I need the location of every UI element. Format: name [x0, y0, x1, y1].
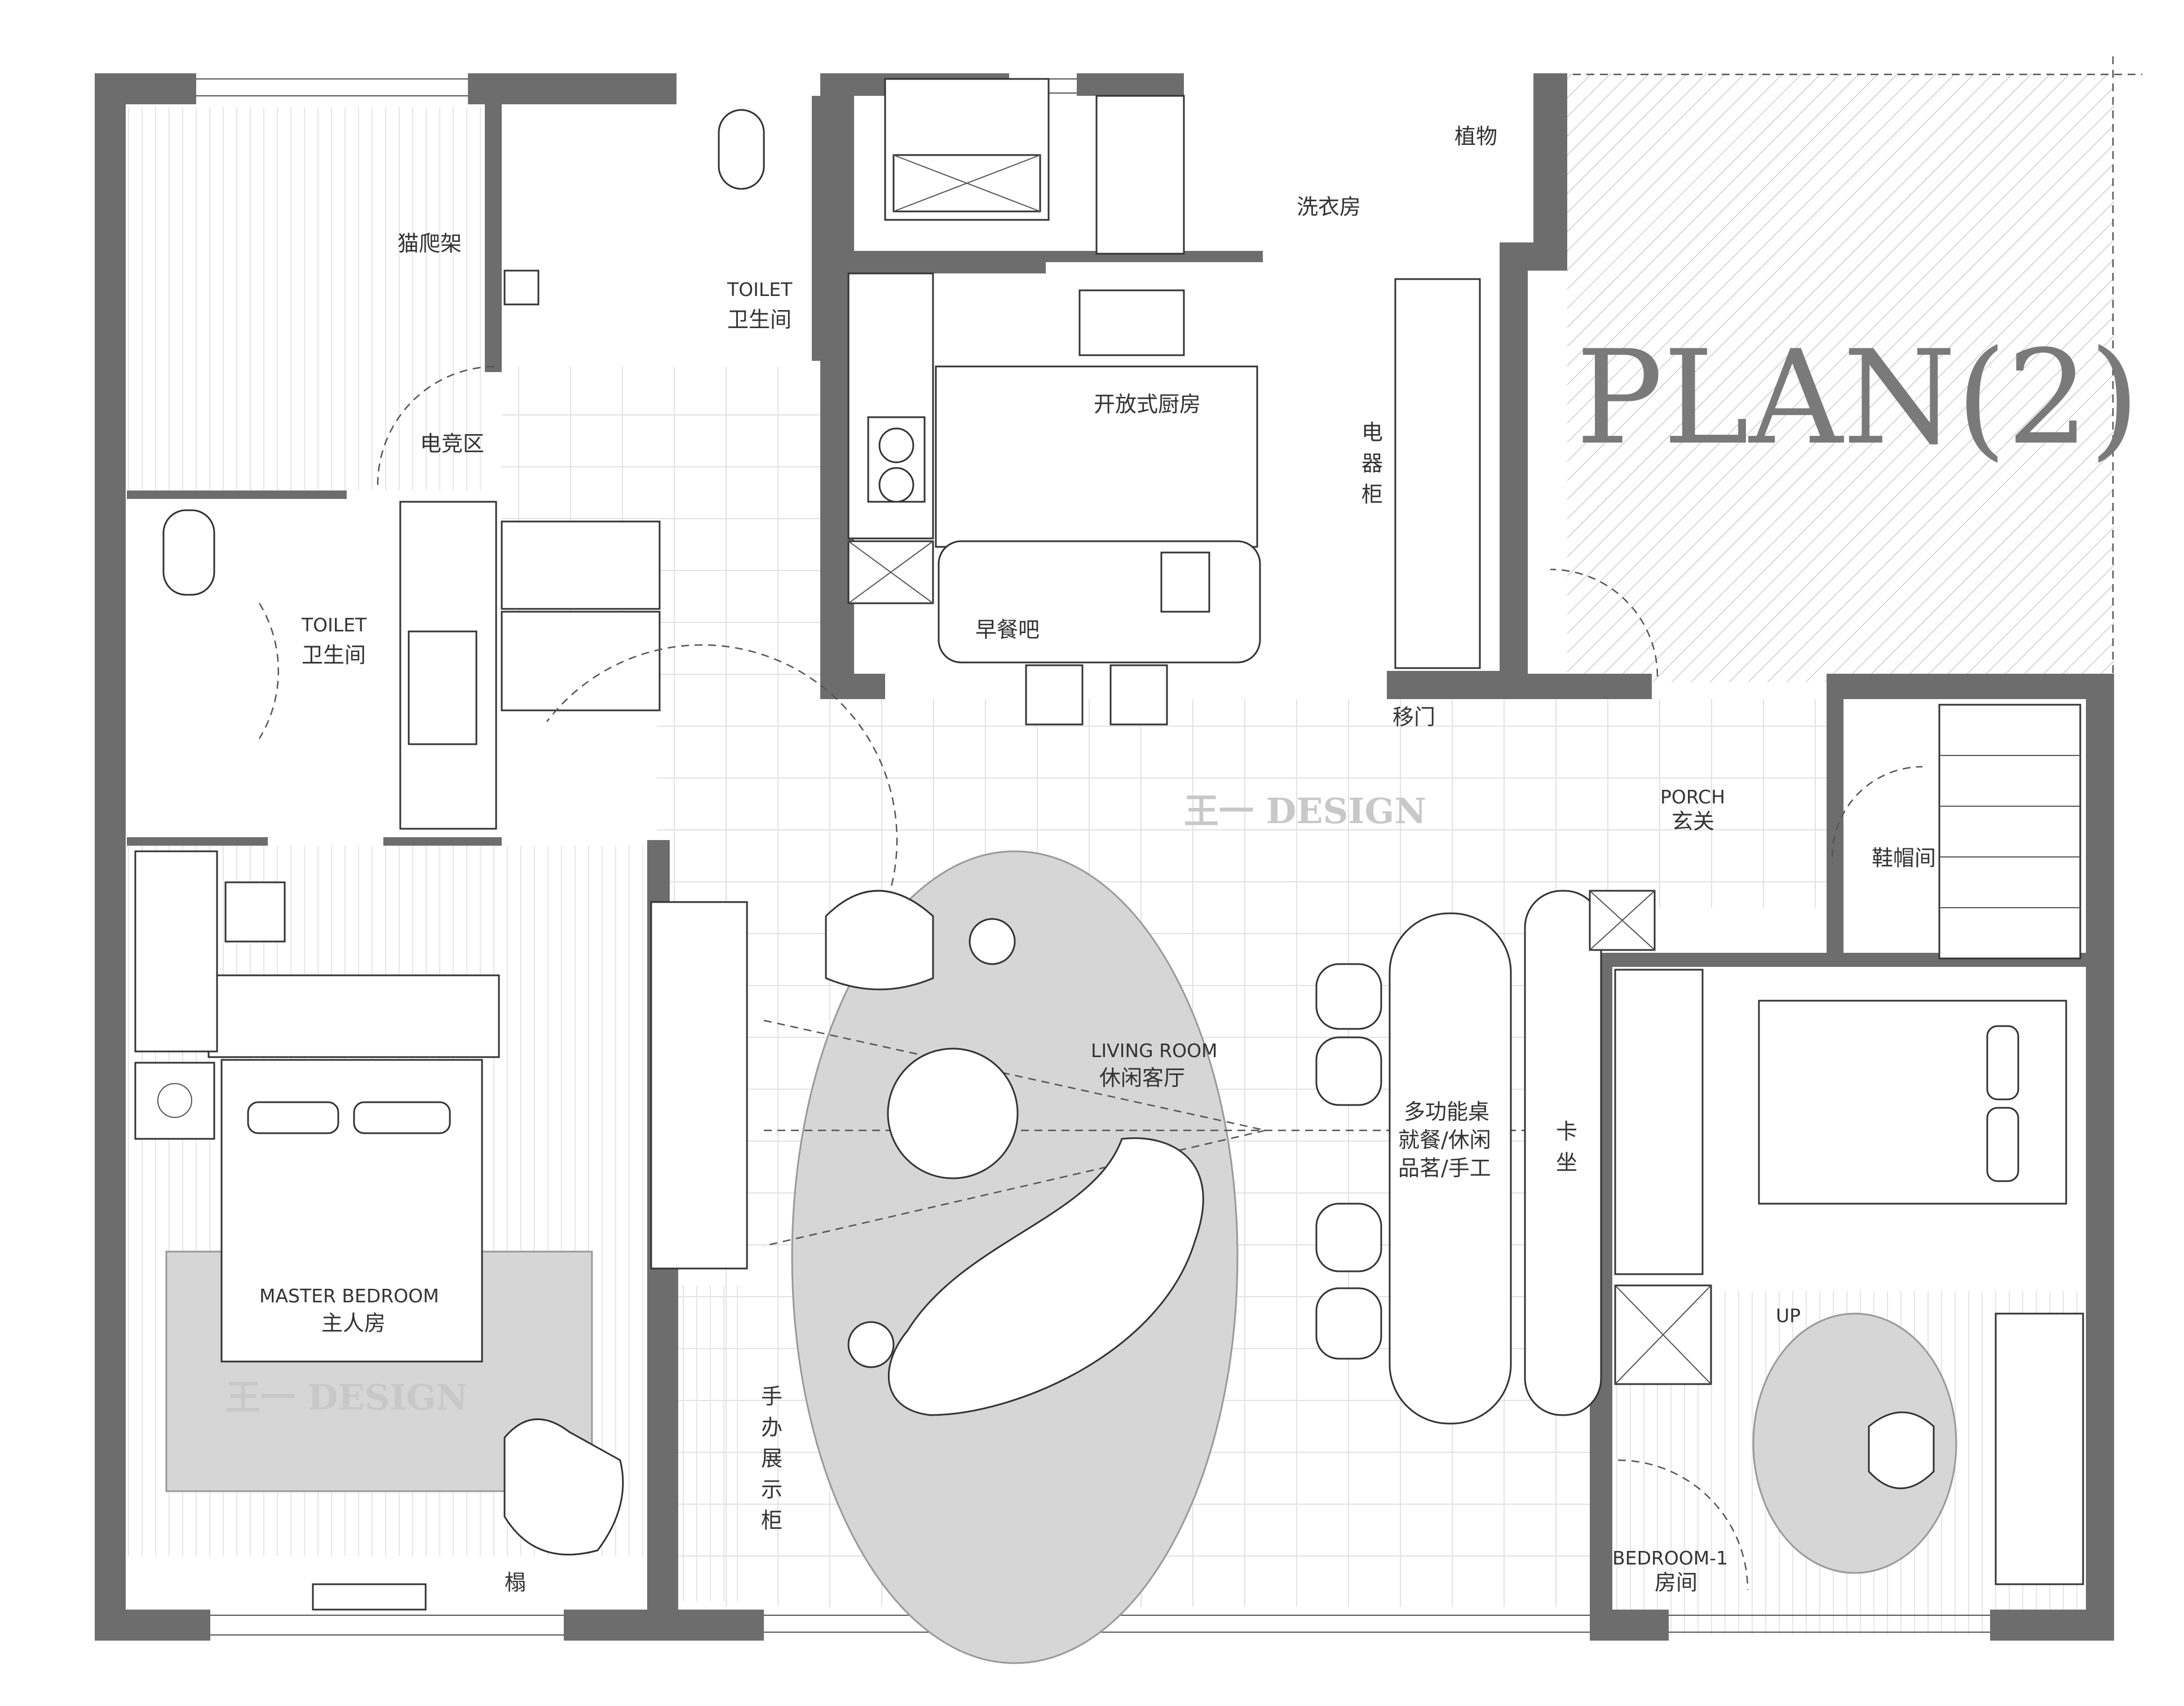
- bedroom1-round-rug: [1752, 1312, 1957, 1574]
- label-bedroom1-en: BEDROOM-1: [1612, 1547, 1728, 1569]
- label-toilet-left-en: TOILET: [301, 614, 367, 636]
- kitchen-counters: [847, 78, 1481, 726]
- label-figure-5: 柜: [761, 1508, 782, 1533]
- label-bedroom1-cn: 房间: [1655, 1570, 1697, 1595]
- label-booth-1: 卡: [1556, 1119, 1577, 1144]
- label-appliance-1: 电: [1361, 420, 1383, 445]
- label-sliding-door: 移门: [1392, 705, 1435, 730]
- label-figure-2: 办: [761, 1415, 782, 1440]
- label-breakfast-bar: 早餐吧: [975, 617, 1040, 642]
- label-toilet-top-en: TOILET: [727, 279, 793, 300]
- label-figure-4: 示: [761, 1477, 782, 1502]
- label-cat-tree: 猫爬架: [397, 231, 462, 256]
- bathroom-fixtures: [162, 109, 765, 830]
- label-master-cn: 主人房: [321, 1311, 386, 1336]
- label-tatami: 榻: [505, 1570, 526, 1595]
- bedroom1-furniture: [1589, 890, 2084, 1585]
- multi-function-table: [1389, 912, 1512, 1425]
- label-porch-en: PORCH: [1660, 786, 1725, 808]
- label-plants: 植物: [1454, 124, 1497, 149]
- booth-seat: [1524, 890, 1602, 1416]
- label-shoe-room: 鞋帽间: [1872, 846, 1936, 870]
- terrace-hatch: [1567, 73, 2114, 682]
- shoe-room-cabinets: [1938, 704, 2081, 960]
- label-laundry: 洗衣房: [1297, 195, 1361, 219]
- label-living-cn: 休闲客厅: [1099, 1066, 1185, 1090]
- watermark-master: 王一 DESIGN: [226, 1377, 468, 1418]
- label-living-en: LIVING ROOM: [1091, 1040, 1218, 1062]
- label-up: UP: [1776, 1305, 1801, 1327]
- living-room-furniture: [650, 850, 1602, 1664]
- exterior-walls: [95, 73, 2114, 1641]
- master-bedroom-furniture: [134, 850, 624, 1611]
- coffee-table: [887, 1048, 1019, 1179]
- label-porch-cn: 玄关: [1672, 809, 1714, 834]
- label-appliance-2: 器: [1361, 451, 1383, 476]
- label-multi-table-3: 品茗/手工: [1398, 1156, 1491, 1181]
- label-esports: 电竞区: [420, 431, 484, 456]
- label-multi-table-2: 就餐/休闲: [1398, 1128, 1491, 1152]
- label-toilet-top-cn: 卫生间: [727, 307, 792, 332]
- label-figure-3: 展: [761, 1446, 782, 1471]
- label-figure-1: 手: [761, 1384, 782, 1409]
- modular-sofa: [887, 1137, 1204, 1416]
- porch-floor-tiles: [1522, 699, 1827, 908]
- label-booth-2: 坐: [1556, 1150, 1577, 1175]
- figure-cabinet-wood: [677, 1285, 744, 1601]
- label-kitchen: 开放式厨房: [1094, 392, 1201, 417]
- label-multi-table-1: 多功能桌: [1404, 1099, 1489, 1124]
- door-swings: [258, 365, 1923, 1590]
- watermark-living: 王一 DESIGN: [1184, 790, 1426, 832]
- bedroom1-bed: [1758, 1000, 2067, 1205]
- top-left-wood-floor: [127, 107, 482, 490]
- label-master-en: MASTER BEDROOM: [259, 1285, 439, 1307]
- label-appliance-3: 柜: [1361, 482, 1383, 507]
- label-toilet-left-cn: 卫生间: [302, 643, 366, 668]
- windows: [196, 78, 1990, 1636]
- plan-title: PLAN(2): [1576, 323, 2140, 474]
